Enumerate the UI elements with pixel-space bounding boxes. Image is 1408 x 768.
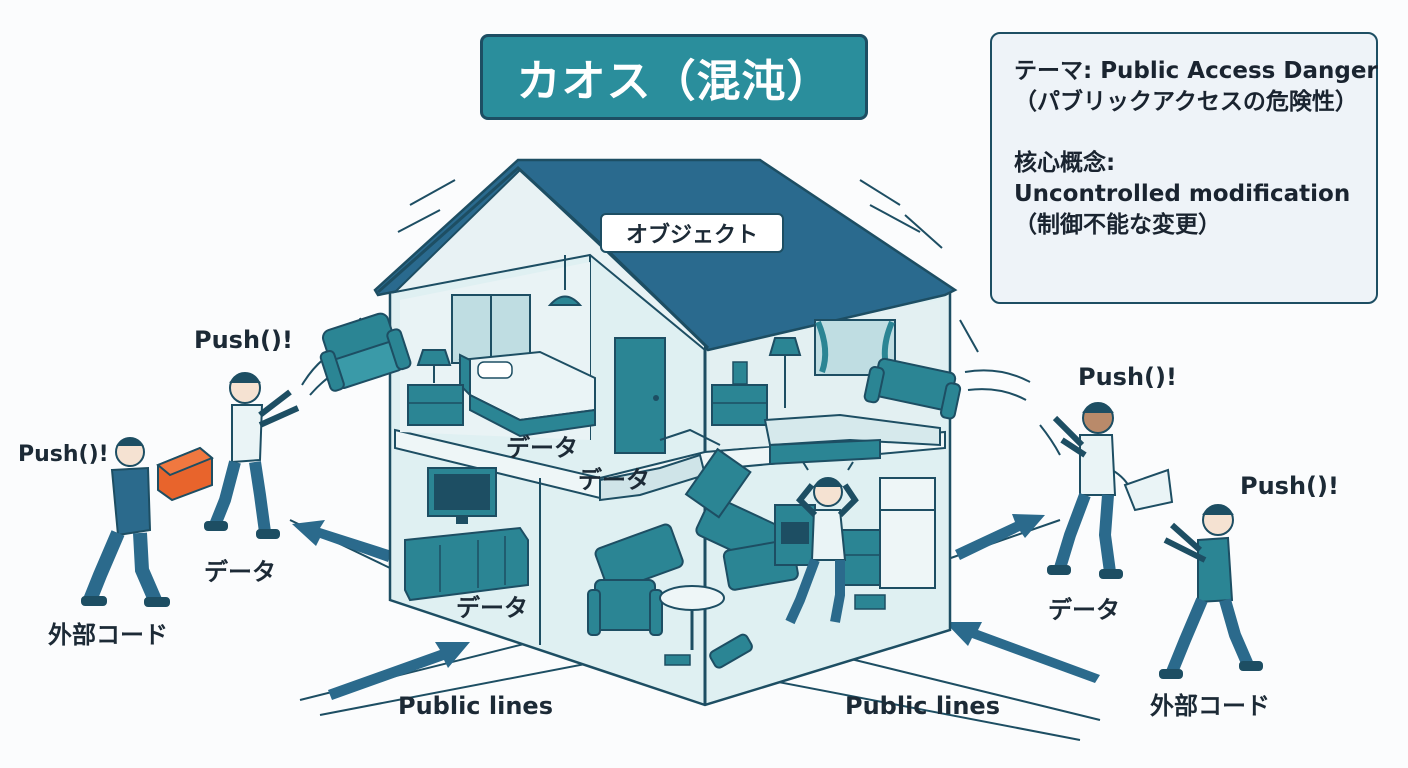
- concept-sub: （制御不能な変更）: [1014, 212, 1221, 238]
- chaos-furniture: [587, 447, 886, 669]
- data-label: データ: [204, 558, 276, 586]
- person-right-walker: [1159, 504, 1263, 679]
- title-banner: カオス（混沌）: [480, 34, 868, 120]
- info-panel: テーマ: Public Access Danger （パブリックアクセスの危険性…: [990, 32, 1378, 304]
- concept-label: 核心概念:: [1014, 150, 1116, 176]
- person-left-box: [81, 437, 214, 607]
- data-label: データ: [578, 466, 650, 494]
- object-label: オブジェクト: [600, 213, 784, 253]
- public-lines-label: Public lines: [845, 692, 1000, 720]
- title-text: カオス（混沌）: [516, 56, 832, 107]
- roof: [373, 158, 958, 353]
- push-label: Push()!: [1240, 472, 1339, 500]
- concept-value: Uncontrolled modification: [1014, 181, 1351, 207]
- theme-sub: （パブリックアクセスの危険性）: [1014, 89, 1358, 115]
- data-label: データ: [1048, 596, 1120, 624]
- push-label: Push()!: [194, 326, 293, 354]
- arrows: [292, 514, 1100, 700]
- bedroom: [407, 255, 596, 438]
- broken-floor: [599, 413, 941, 502]
- person-left-thrower: [204, 372, 300, 539]
- panicked-person: [785, 461, 859, 625]
- push-label: Push()!: [18, 442, 109, 467]
- tv-room: [404, 467, 529, 602]
- data-label: データ: [506, 434, 578, 462]
- push-label: Push()!: [1078, 363, 1177, 391]
- external-code-label: 外部コード: [48, 621, 168, 649]
- flying-armchair: [319, 312, 412, 392]
- kitchen: [769, 438, 936, 589]
- data-label: データ: [456, 594, 528, 622]
- living-room-upper: [711, 319, 962, 426]
- flying-paper: [1123, 468, 1174, 512]
- theme-label: テーマ: Public Access Danger: [1014, 58, 1378, 84]
- public-lines-label: Public lines: [398, 692, 553, 720]
- person-right-thrower: [1047, 402, 1123, 579]
- external-code-label: 外部コード: [1150, 692, 1270, 720]
